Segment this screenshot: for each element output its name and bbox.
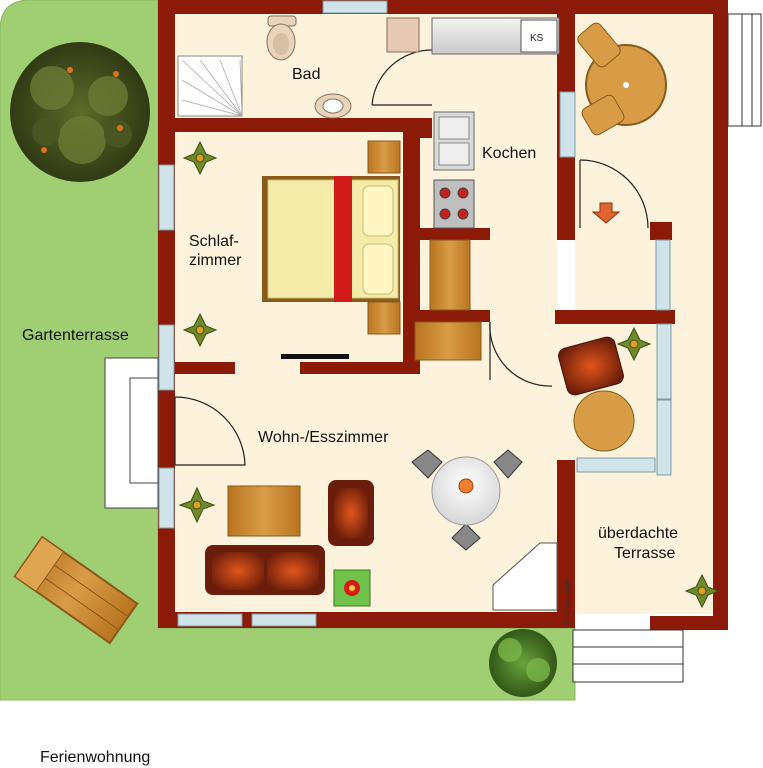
nightstand-top [367, 140, 401, 174]
terrace-table [577, 22, 667, 136]
sessel [328, 480, 374, 546]
tree [10, 42, 150, 182]
kitchen-counter [431, 17, 560, 55]
garden-lounger [13, 535, 139, 645]
label-schlafzimmer-2: zimmer [189, 252, 242, 269]
hall-cabinet [429, 239, 471, 311]
toilet [266, 15, 297, 61]
label-schlafzimmer-1: Schlaf- [189, 233, 239, 250]
sliding-door [281, 354, 349, 359]
bathroom-cabinet [386, 17, 420, 53]
entrance-steps [104, 357, 159, 509]
armchair [558, 336, 624, 396]
bed [262, 176, 400, 302]
terrace-steps-bottom [572, 629, 684, 683]
label-bad: Bad [292, 66, 320, 83]
credit-text: McGrundriss [563, 580, 572, 625]
bush [489, 629, 557, 697]
corner-cabinet [492, 542, 558, 611]
side-table [573, 390, 635, 452]
potted-plants [178, 140, 720, 609]
arrow-down-icon [591, 202, 621, 224]
label-ueberdachte: überdachte [598, 525, 678, 542]
coffee-table [227, 485, 301, 537]
label-wohn-esszimmer: Wohn-/Esszimmer [258, 429, 389, 446]
shower [177, 55, 243, 117]
label-ks: KS [530, 33, 544, 44]
dining-table [411, 449, 523, 551]
label-terrasse: Terrasse [614, 545, 675, 562]
windows [158, 0, 672, 627]
kitchen-sink [433, 111, 475, 171]
door-swings [174, 49, 649, 466]
label-kochen: Kochen [482, 145, 536, 162]
hall-bench [414, 321, 482, 361]
terrace-steps-top [727, 13, 762, 127]
nightstand-bottom [367, 301, 401, 335]
sofa [205, 545, 325, 595]
washbasin [314, 93, 352, 119]
stove [433, 179, 475, 229]
label-gartenterrasse: Gartenterrasse [22, 327, 129, 344]
caption: Ferienwohnung [40, 749, 151, 766]
flower-rug [333, 569, 371, 607]
